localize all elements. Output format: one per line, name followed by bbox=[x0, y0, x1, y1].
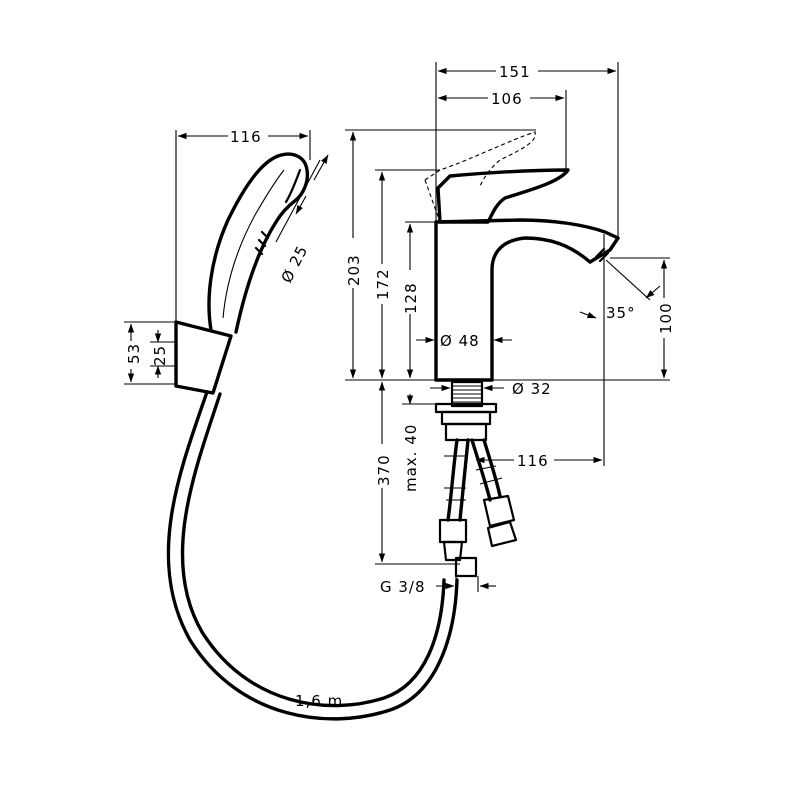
dim-max-height: 203 bbox=[345, 254, 363, 286]
dim-spout-reach: 106 bbox=[491, 90, 523, 108]
dim-hose-to-spout: 116 bbox=[517, 452, 549, 470]
dim-holder-height: 53 bbox=[125, 343, 143, 364]
dim-holder-inner: 25 bbox=[151, 345, 169, 366]
dim-handshower-nozzle: Ø 25 bbox=[278, 242, 312, 286]
dim-shank-diameter: Ø 32 bbox=[512, 380, 552, 398]
dim-supply-length: 370 bbox=[375, 454, 393, 486]
dim-spout-clearance: 100 bbox=[657, 302, 675, 334]
dim-total-width: 151 bbox=[499, 63, 531, 81]
dim-mount-thickness: max. 40 bbox=[402, 424, 420, 492]
dim-lever-height: 172 bbox=[374, 268, 392, 300]
dimension-labels: 116 Ø 25 53 25 151 106 203 172 128 Ø 48 … bbox=[120, 61, 675, 710]
dim-handshower-width: 116 bbox=[230, 128, 262, 146]
dim-hose-length: 1,6 m bbox=[295, 692, 343, 710]
dim-spout-height: 128 bbox=[402, 282, 420, 314]
dim-spout-angle: 35° bbox=[606, 304, 636, 322]
faucet bbox=[424, 131, 620, 578]
dimension-lines bbox=[124, 62, 670, 592]
dim-connection-thread: G 3/8 bbox=[380, 578, 426, 596]
dim-body-diameter: Ø 48 bbox=[440, 332, 480, 350]
hand-shower bbox=[166, 152, 459, 721]
